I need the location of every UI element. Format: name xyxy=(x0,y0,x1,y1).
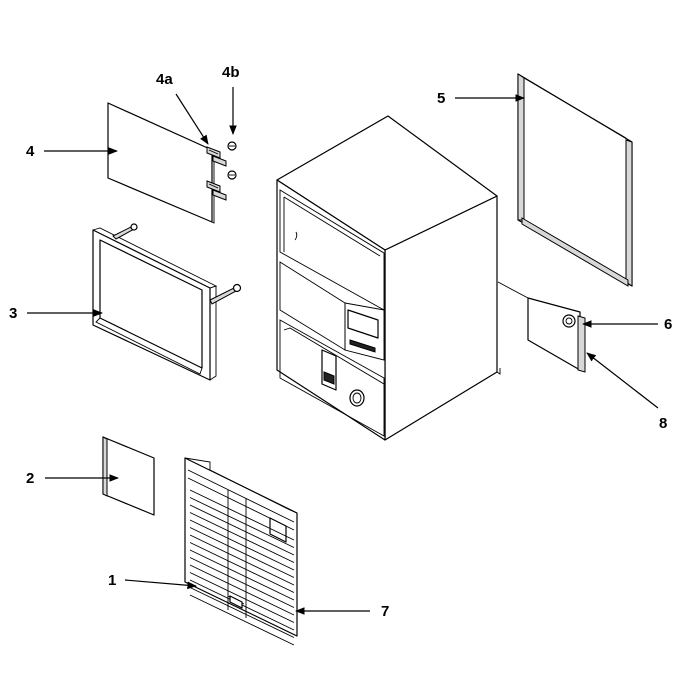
louver-slat xyxy=(189,527,295,578)
callout-label-7: 7 xyxy=(381,603,389,620)
louver-slat xyxy=(189,564,295,616)
part-4-panel xyxy=(107,102,215,224)
callout-6: 6 xyxy=(582,316,672,333)
callout-label-5: 5 xyxy=(437,90,445,107)
callout-7: 7 xyxy=(295,603,389,620)
louver-slat xyxy=(189,594,295,646)
louver-slat xyxy=(189,534,295,586)
callout-label-4a: 4a xyxy=(156,71,173,88)
louver-slat xyxy=(189,512,295,563)
callout-label-2: 2 xyxy=(26,470,34,487)
part-1-grille xyxy=(184,457,298,646)
louver-slat xyxy=(189,549,295,601)
part-5-rear-panel xyxy=(517,73,633,287)
part-2-filter xyxy=(102,436,155,516)
callout-label-1: 1 xyxy=(108,572,116,589)
louver-slat xyxy=(189,489,295,541)
callout-4a: 4a xyxy=(156,71,209,145)
part-4b-screws xyxy=(227,141,237,180)
callout-4: 4 xyxy=(26,143,118,160)
cabinet-body xyxy=(276,115,501,441)
louver-slat xyxy=(189,504,295,556)
louver-slat xyxy=(189,572,295,623)
callout-label-6: 6 xyxy=(664,316,672,333)
louver-slat xyxy=(189,519,295,571)
part-3-bezel-frame xyxy=(92,223,242,381)
louver-slat xyxy=(189,497,295,548)
louver-slat xyxy=(189,542,295,593)
callout-1: 1 xyxy=(108,572,197,590)
part-6-8-bracket xyxy=(497,281,586,373)
louver-slat xyxy=(189,557,295,608)
callout-2: 2 xyxy=(26,470,119,487)
grille-louvers xyxy=(189,489,295,646)
callout-label-3: 3 xyxy=(9,305,17,322)
callout-label-8: 8 xyxy=(659,415,667,432)
callout-label-4: 4 xyxy=(26,143,35,160)
callout-5: 5 xyxy=(437,90,525,107)
louver-slat xyxy=(189,587,295,638)
callout-label-4b: 4b xyxy=(222,64,240,81)
callout-3: 3 xyxy=(9,305,103,322)
callout-4b: 4b xyxy=(222,64,240,135)
part-4a-clips xyxy=(206,146,227,201)
callout-8: 8 xyxy=(586,352,667,432)
